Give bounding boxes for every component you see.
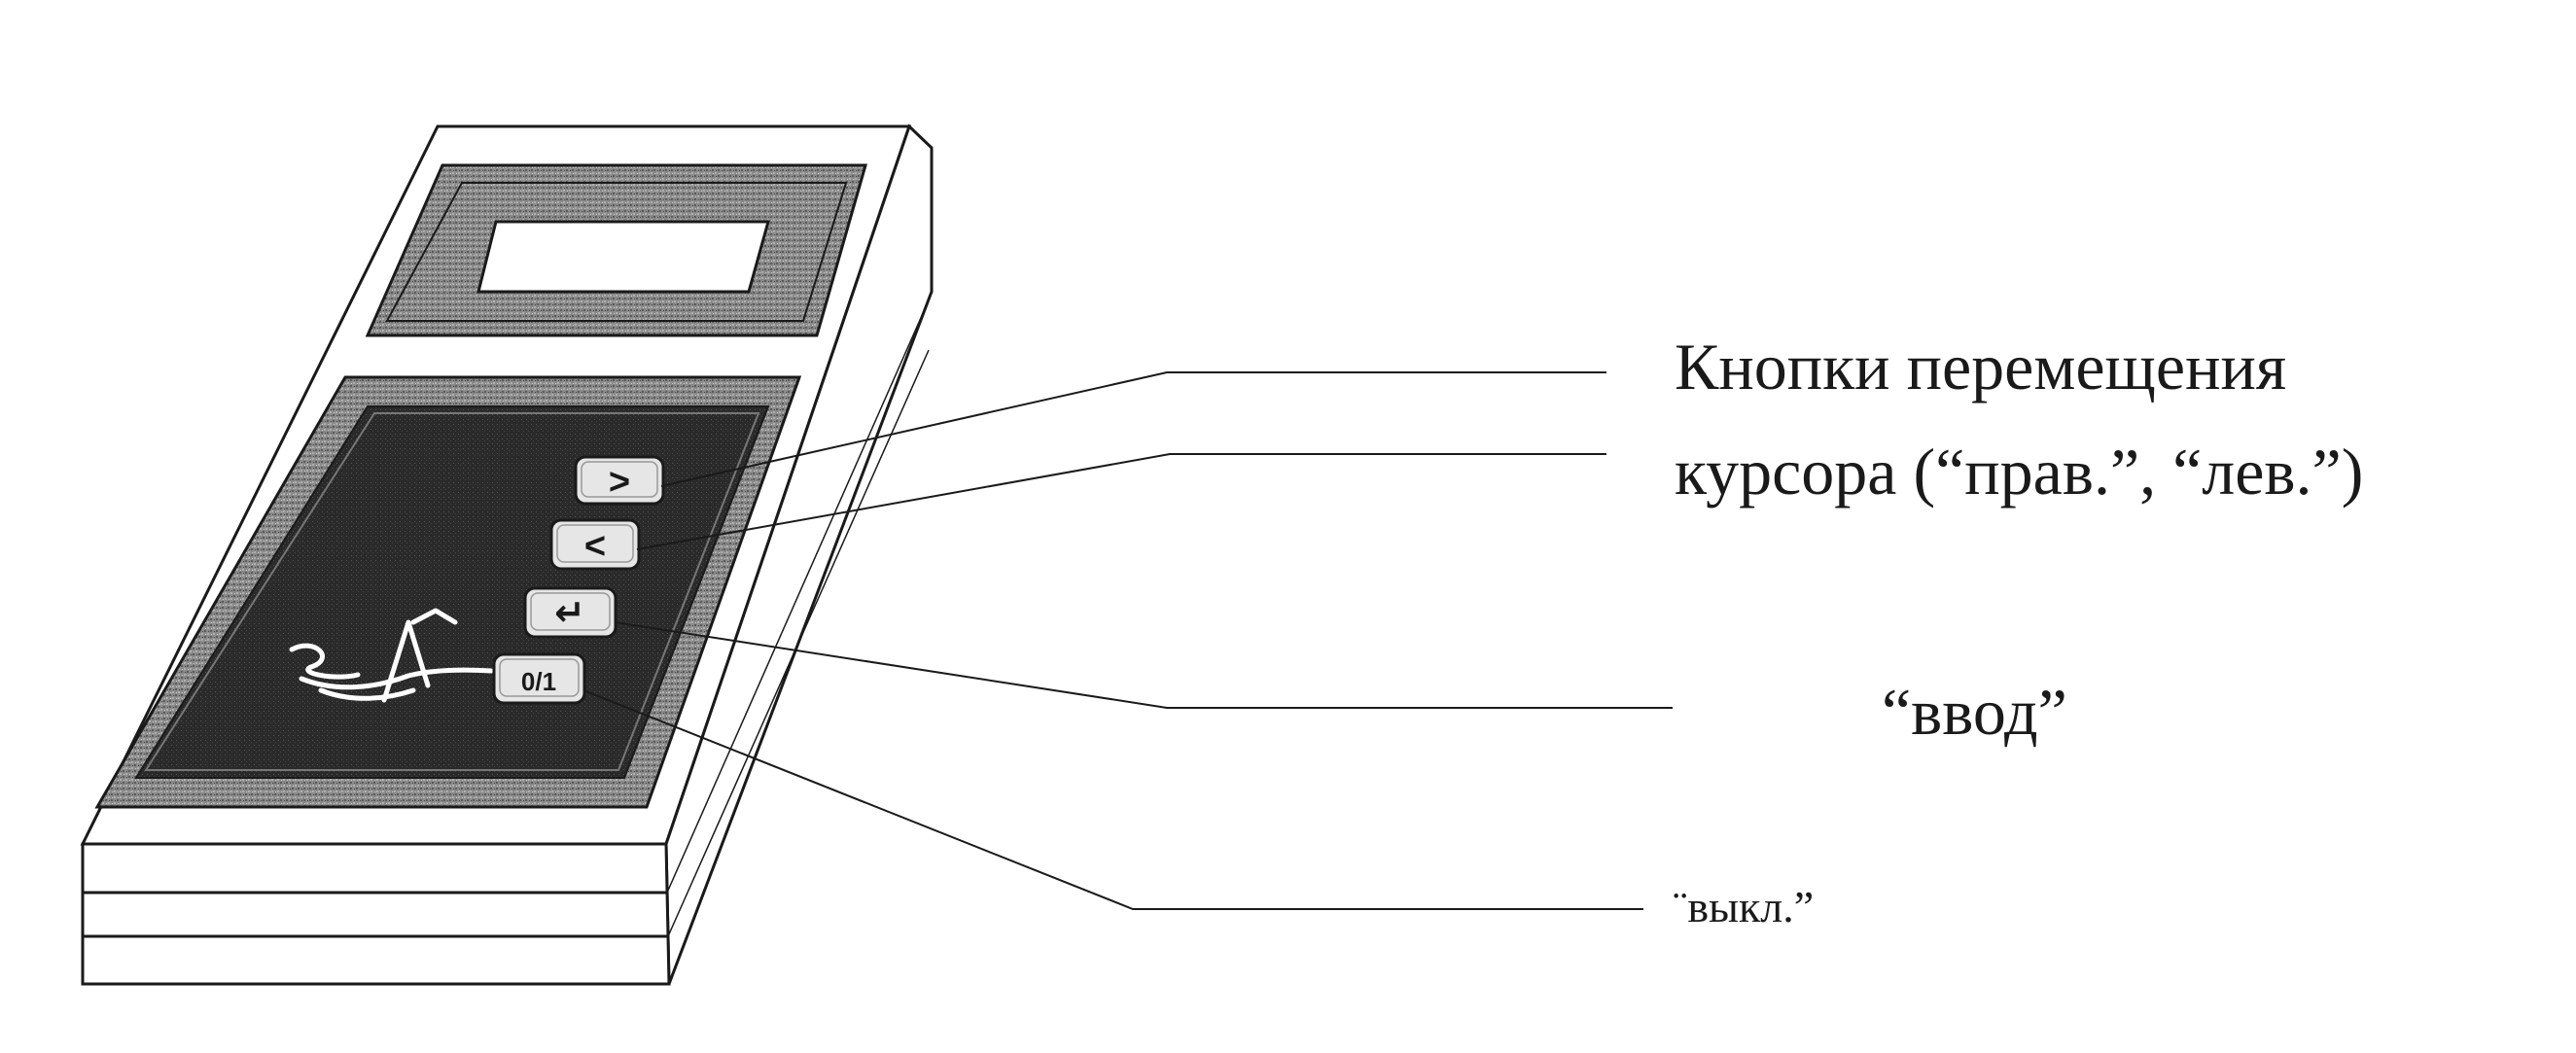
left-arrow-button[interactable]: < bbox=[549, 518, 641, 571]
keypad-inner-rim bbox=[144, 412, 760, 771]
callout-off: ¨выкл.” bbox=[1673, 882, 1814, 931]
callout-enter: “ввод” bbox=[1882, 675, 2067, 749]
power-button[interactable]: 0/1 bbox=[492, 652, 586, 705]
enter-glyph: ↵ bbox=[554, 593, 585, 634]
left-arrow-glyph: < bbox=[584, 526, 606, 567]
leader-line-power bbox=[582, 689, 1643, 910]
leader-line-left-arrow bbox=[636, 453, 1606, 550]
callout-cursor-buttons-line2: курсора (“прав.”, “лев.”) bbox=[1675, 435, 2363, 509]
leader-line-enter bbox=[614, 621, 1673, 709]
right-arrow-glyph: > bbox=[609, 462, 630, 503]
leader-line-right-arrow bbox=[660, 371, 1606, 487]
callout-cursor-buttons-line1: Кнопки перемещения bbox=[1675, 330, 2286, 404]
brand-logo bbox=[289, 608, 494, 703]
enter-button[interactable]: ↵ bbox=[523, 586, 618, 639]
leader-lines bbox=[582, 371, 1673, 910]
display-area bbox=[365, 163, 867, 337]
side-seam-2 bbox=[667, 349, 930, 937]
right-arrow-button[interactable]: > bbox=[574, 455, 665, 506]
power-glyph: 0/1 bbox=[521, 667, 556, 696]
side-seam-1 bbox=[666, 310, 925, 894]
device-front-face bbox=[81, 842, 671, 986]
lcd-screen bbox=[476, 220, 770, 294]
